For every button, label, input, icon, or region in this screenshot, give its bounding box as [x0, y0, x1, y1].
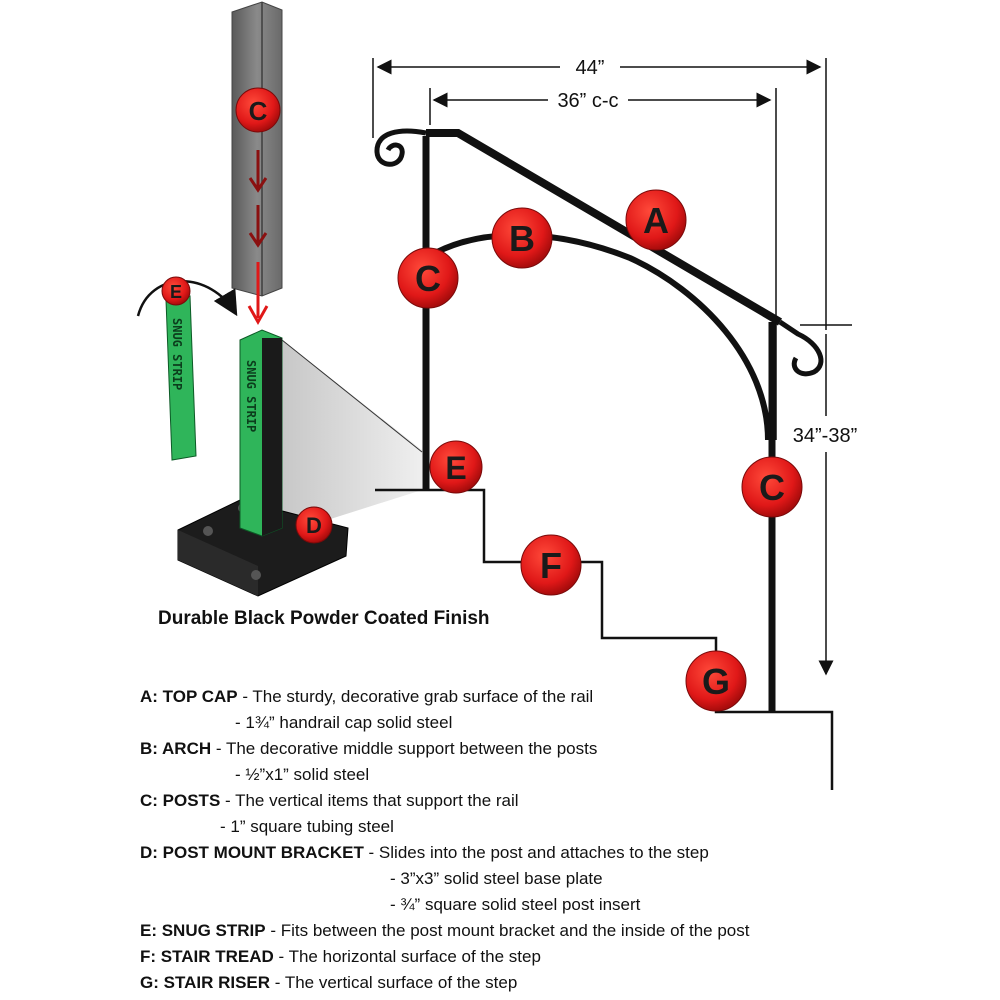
legend-sub-d-2: - ¾” square solid steel post insert [390, 895, 641, 914]
badge-e-strip: E [161, 276, 191, 306]
legend-item-f: F: STAIR TREAD - The horizontal surface … [140, 947, 541, 966]
height-range-label: 34”-38” [793, 425, 857, 447]
svg-text:B: B [509, 218, 535, 259]
svg-text:E: E [170, 282, 182, 302]
stair-outline [375, 488, 834, 790]
legend-item-e: E: SNUG STRIP - Fits between the post mo… [140, 921, 750, 940]
gray-post-tube [231, 1, 283, 297]
legend-sub-c-1: - 1” square tubing steel [220, 817, 394, 836]
svg-text:C: C [759, 467, 785, 508]
badge-c-left-post: C [397, 247, 459, 309]
badge-f: F [520, 534, 582, 596]
stair-rail-diagram: 44” 36” c-c 34”-38” [372, 57, 857, 790]
badge-d: D [295, 506, 333, 544]
finish-caption: Durable Black Powder Coated Finish [158, 608, 490, 629]
badge-a: A [625, 189, 687, 251]
zoom-projection [280, 340, 422, 535]
svg-text:C: C [415, 258, 441, 299]
svg-text:A: A [643, 200, 669, 241]
svg-text:C: C [249, 96, 268, 126]
legend-item-d: D: POST MOUNT BRACKET - Slides into the … [140, 843, 709, 862]
legend-sub-d-1: - 3”x3” solid steel base plate [390, 869, 603, 888]
arch [424, 232, 771, 441]
overall-width-label: 44” [576, 57, 605, 79]
legend-item-g: G: STAIR RISER - The vertical surface of… [140, 973, 518, 992]
zoom-line-top [281, 339, 423, 453]
insert-direction-arrows [247, 150, 269, 326]
svg-text:E: E [445, 450, 466, 486]
snug-strip: SNUG STRIP [165, 295, 197, 461]
legend-sub-a-1: - 1¾” handrail cap solid steel [235, 713, 453, 732]
parts-legend: A: TOP CAP - The sturdy, decorative grab… [140, 684, 749, 996]
badge-b: B [491, 207, 553, 269]
dimension-lines [372, 58, 852, 676]
legend-item-c: C: POSTS - The vertical items that suppo… [140, 791, 519, 810]
legend-sub-b-1: - ½”x1” solid steel [235, 765, 370, 784]
badge-e-stair: E [429, 440, 483, 494]
top-cap-rail [374, 128, 824, 377]
badge-g: G [685, 650, 747, 712]
snug-strip-label: SNUG STRIP [170, 318, 184, 390]
insert-strip-label: SNUG STRIP [244, 360, 258, 432]
post-insert: SNUG STRIP [239, 329, 283, 537]
svg-text:D: D [306, 513, 322, 538]
svg-text:F: F [540, 545, 562, 586]
legend-item-b: B: ARCH - The decorative middle support … [140, 739, 598, 758]
legend-item-a: A: TOP CAP - The sturdy, decorative grab… [140, 687, 594, 706]
svg-text:G: G [702, 661, 730, 702]
badge-c-gray-post: C [235, 87, 281, 133]
center-to-center-label: 36” c-c [557, 90, 618, 112]
badge-c-right-post: C [741, 456, 803, 518]
